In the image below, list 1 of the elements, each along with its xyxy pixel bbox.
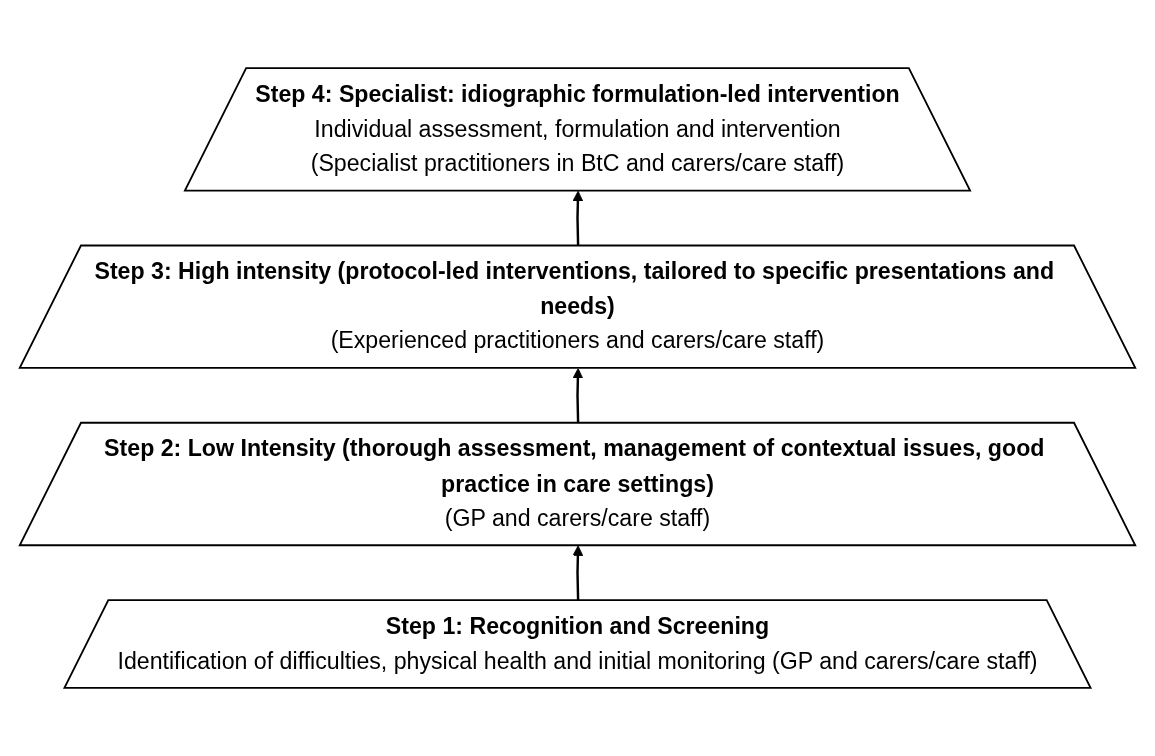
arrow — [572, 545, 584, 601]
